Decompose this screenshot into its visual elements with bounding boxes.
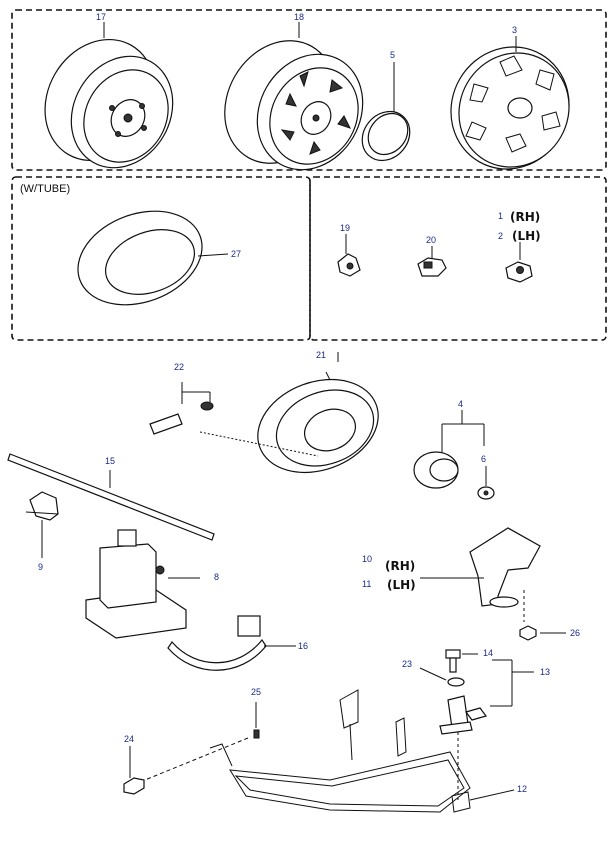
callout-12: 12 [517,784,527,794]
handle-bar-15 [7,453,215,541]
callout-6: 6 [481,454,486,464]
alloy-wheel-18 [224,22,364,171]
bolt-14 [445,649,478,673]
center-cap-5 [361,62,411,162]
washer-6 [477,466,495,500]
callout-22: 22 [174,362,184,372]
side-lh-mid: (LH) [387,578,416,592]
callout-25: 25 [251,687,261,697]
bolt-26 [519,625,566,641]
grommet-1-2 [505,242,533,283]
tube-group-box [11,176,311,341]
callout-8: 8 [214,572,219,582]
holder-20 [417,246,447,277]
callout-13: 13 [540,667,550,677]
callout-16: 16 [298,641,308,651]
jack-8 [85,529,200,639]
callout-9: 9 [38,562,43,572]
callout-23: 23 [402,659,412,669]
bracket-9 [25,491,59,558]
callout-2: 2 [498,231,503,241]
steel-wheel-17 [44,22,174,169]
carrier-bracket-10-11 [420,527,541,622]
tube-27 [77,210,229,306]
w-tube-label: (W/TUBE) [20,183,70,195]
jack-strap-16 [167,615,296,671]
side-rh-mid: (RH) [385,559,415,573]
callout-4: 4 [458,399,463,409]
callout-14: 14 [483,648,493,658]
callout-18: 18 [294,12,304,22]
callout-27: 27 [231,249,241,259]
callout-21: 21 [316,350,326,360]
callout-3: 3 [512,25,517,35]
wheel-cover-3 [450,36,570,170]
lock-assembly-13 [439,659,534,800]
tire-21 [199,352,379,474]
washer-23 [419,667,465,687]
callout-19: 19 [340,223,350,233]
pin-25 [139,702,260,783]
wheel-group-box [11,9,607,171]
callout-10: 10 [362,554,372,564]
spacer-4 [413,410,485,489]
clip-19 [337,234,361,277]
callout-15: 15 [105,456,115,466]
callout-26: 26 [570,628,580,638]
valve-22 [149,382,214,435]
callout-17: 17 [96,12,106,22]
callout-24: 24 [124,734,134,744]
side-lh-top: (LH) [512,229,541,243]
callout-11: 11 [362,579,371,589]
callout-1: 1 [498,211,503,221]
callout-20: 20 [426,235,436,245]
clip-group-box [309,176,607,341]
carrier-frame-12 [209,689,515,813]
bolt-24 [123,746,145,795]
callout-5: 5 [390,50,395,60]
side-rh-top: (RH) [510,210,540,224]
